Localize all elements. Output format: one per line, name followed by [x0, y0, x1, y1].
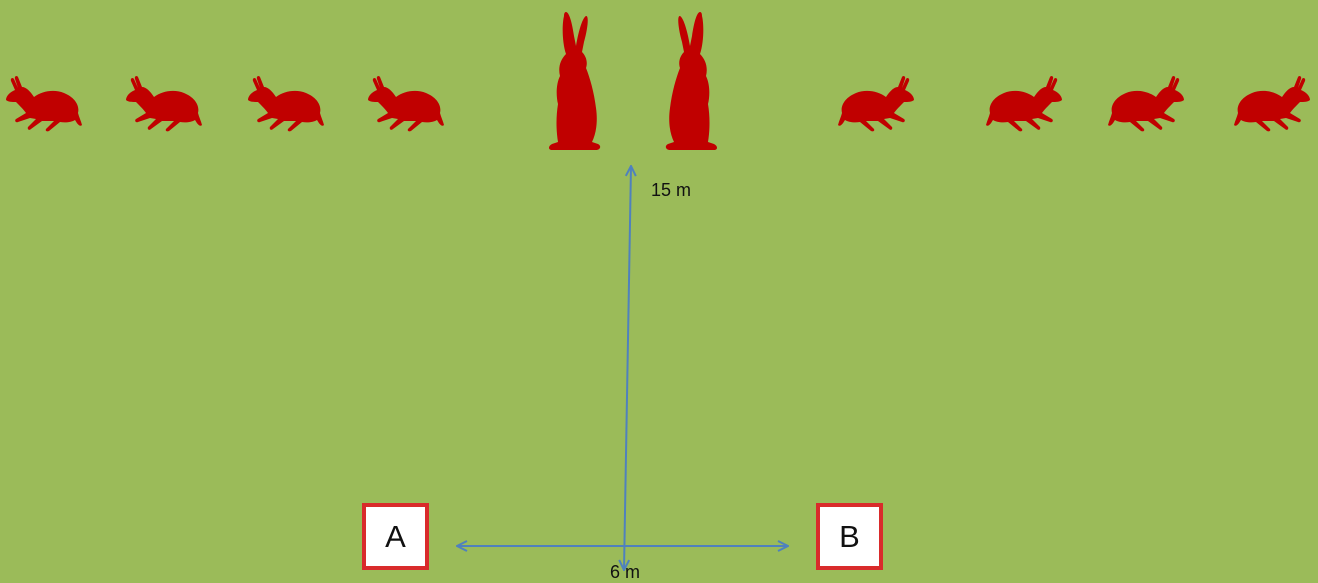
crouching-hare-icon — [248, 75, 324, 132]
crouching-hare-icon — [1234, 75, 1310, 132]
crouching-hare-icon — [368, 75, 444, 132]
crouching-hare-icon — [126, 75, 202, 132]
right-hare-group — [838, 75, 1310, 132]
position-b-box: B — [816, 503, 883, 570]
crouching-hare-icon — [986, 75, 1062, 132]
crouching-hare-icon — [1108, 75, 1184, 132]
horizontal-distance-label: 6 m — [610, 562, 641, 582]
position-a-label: A — [385, 519, 406, 554]
crouching-hare-icon — [6, 75, 82, 132]
center-hare-group — [549, 12, 717, 150]
sitting-hare-icon — [665, 12, 717, 150]
left-hare-group — [6, 75, 444, 132]
vertical-distance-label: 15 m — [651, 180, 692, 200]
crouching-hare-icon — [838, 75, 914, 132]
vertical-distance-arrow — [624, 166, 631, 570]
position-a-box: A — [362, 503, 429, 570]
sitting-hare-icon — [549, 12, 601, 150]
position-b-label: B — [839, 519, 860, 554]
